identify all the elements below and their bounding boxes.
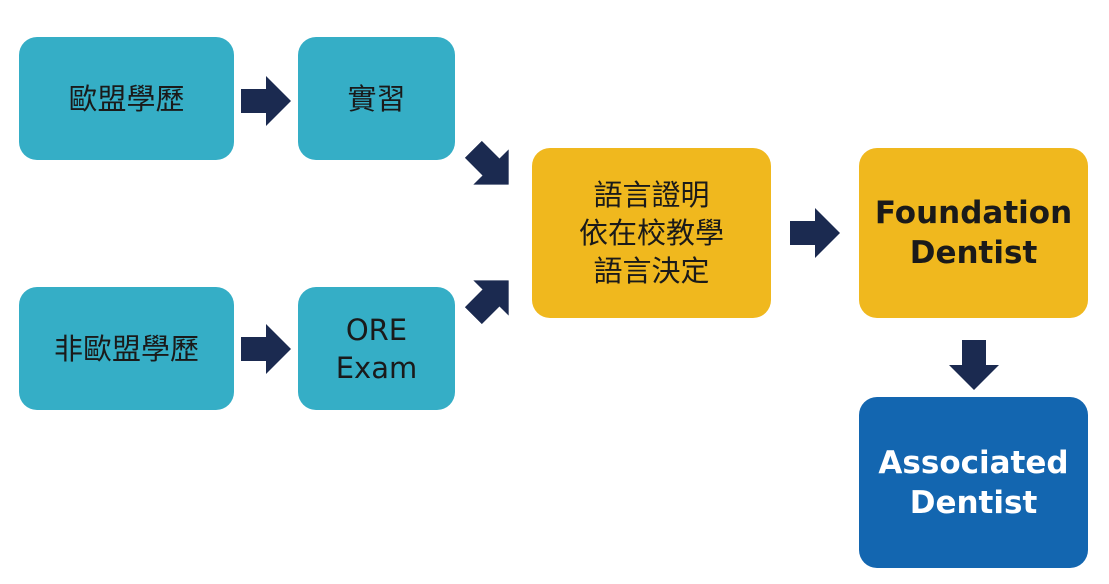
node-language-proof: 語言證明 依在校教學 語言決定	[532, 148, 771, 318]
node-label: 非歐盟學歷	[53, 331, 199, 366]
node-label: 語言決定	[593, 254, 710, 288]
node-foundation-dentist: Foundation Dentist	[859, 148, 1088, 318]
arrow-right-icon	[241, 76, 291, 126]
arrow-right-icon	[241, 324, 291, 374]
node-non-eu-degree: 非歐盟學歷	[19, 287, 234, 410]
node-label: Dentist	[909, 235, 1038, 271]
node-eu-degree: 歐盟學歷	[19, 37, 234, 160]
node-label: 依在校教學	[578, 216, 724, 250]
node-internship: 實習	[298, 37, 455, 160]
node-ore-exam: ORE Exam	[298, 287, 455, 410]
node-label: ORE	[345, 312, 408, 347]
arrow-down-right-icon	[464, 140, 509, 185]
node-label: Dentist	[909, 484, 1038, 521]
arrow-right-icon	[790, 208, 840, 258]
arrow-up-right-icon	[464, 280, 509, 325]
node-label: 歐盟學歷	[68, 81, 185, 116]
node-label: 實習	[347, 81, 406, 116]
node-label: Exam	[335, 350, 418, 385]
node-label: Associated	[878, 444, 1069, 481]
node-label: Foundation	[874, 195, 1073, 231]
arrow-down-icon	[949, 340, 999, 390]
node-associated-dentist: Associated Dentist	[859, 397, 1088, 568]
node-label: 語言證明	[593, 178, 710, 212]
